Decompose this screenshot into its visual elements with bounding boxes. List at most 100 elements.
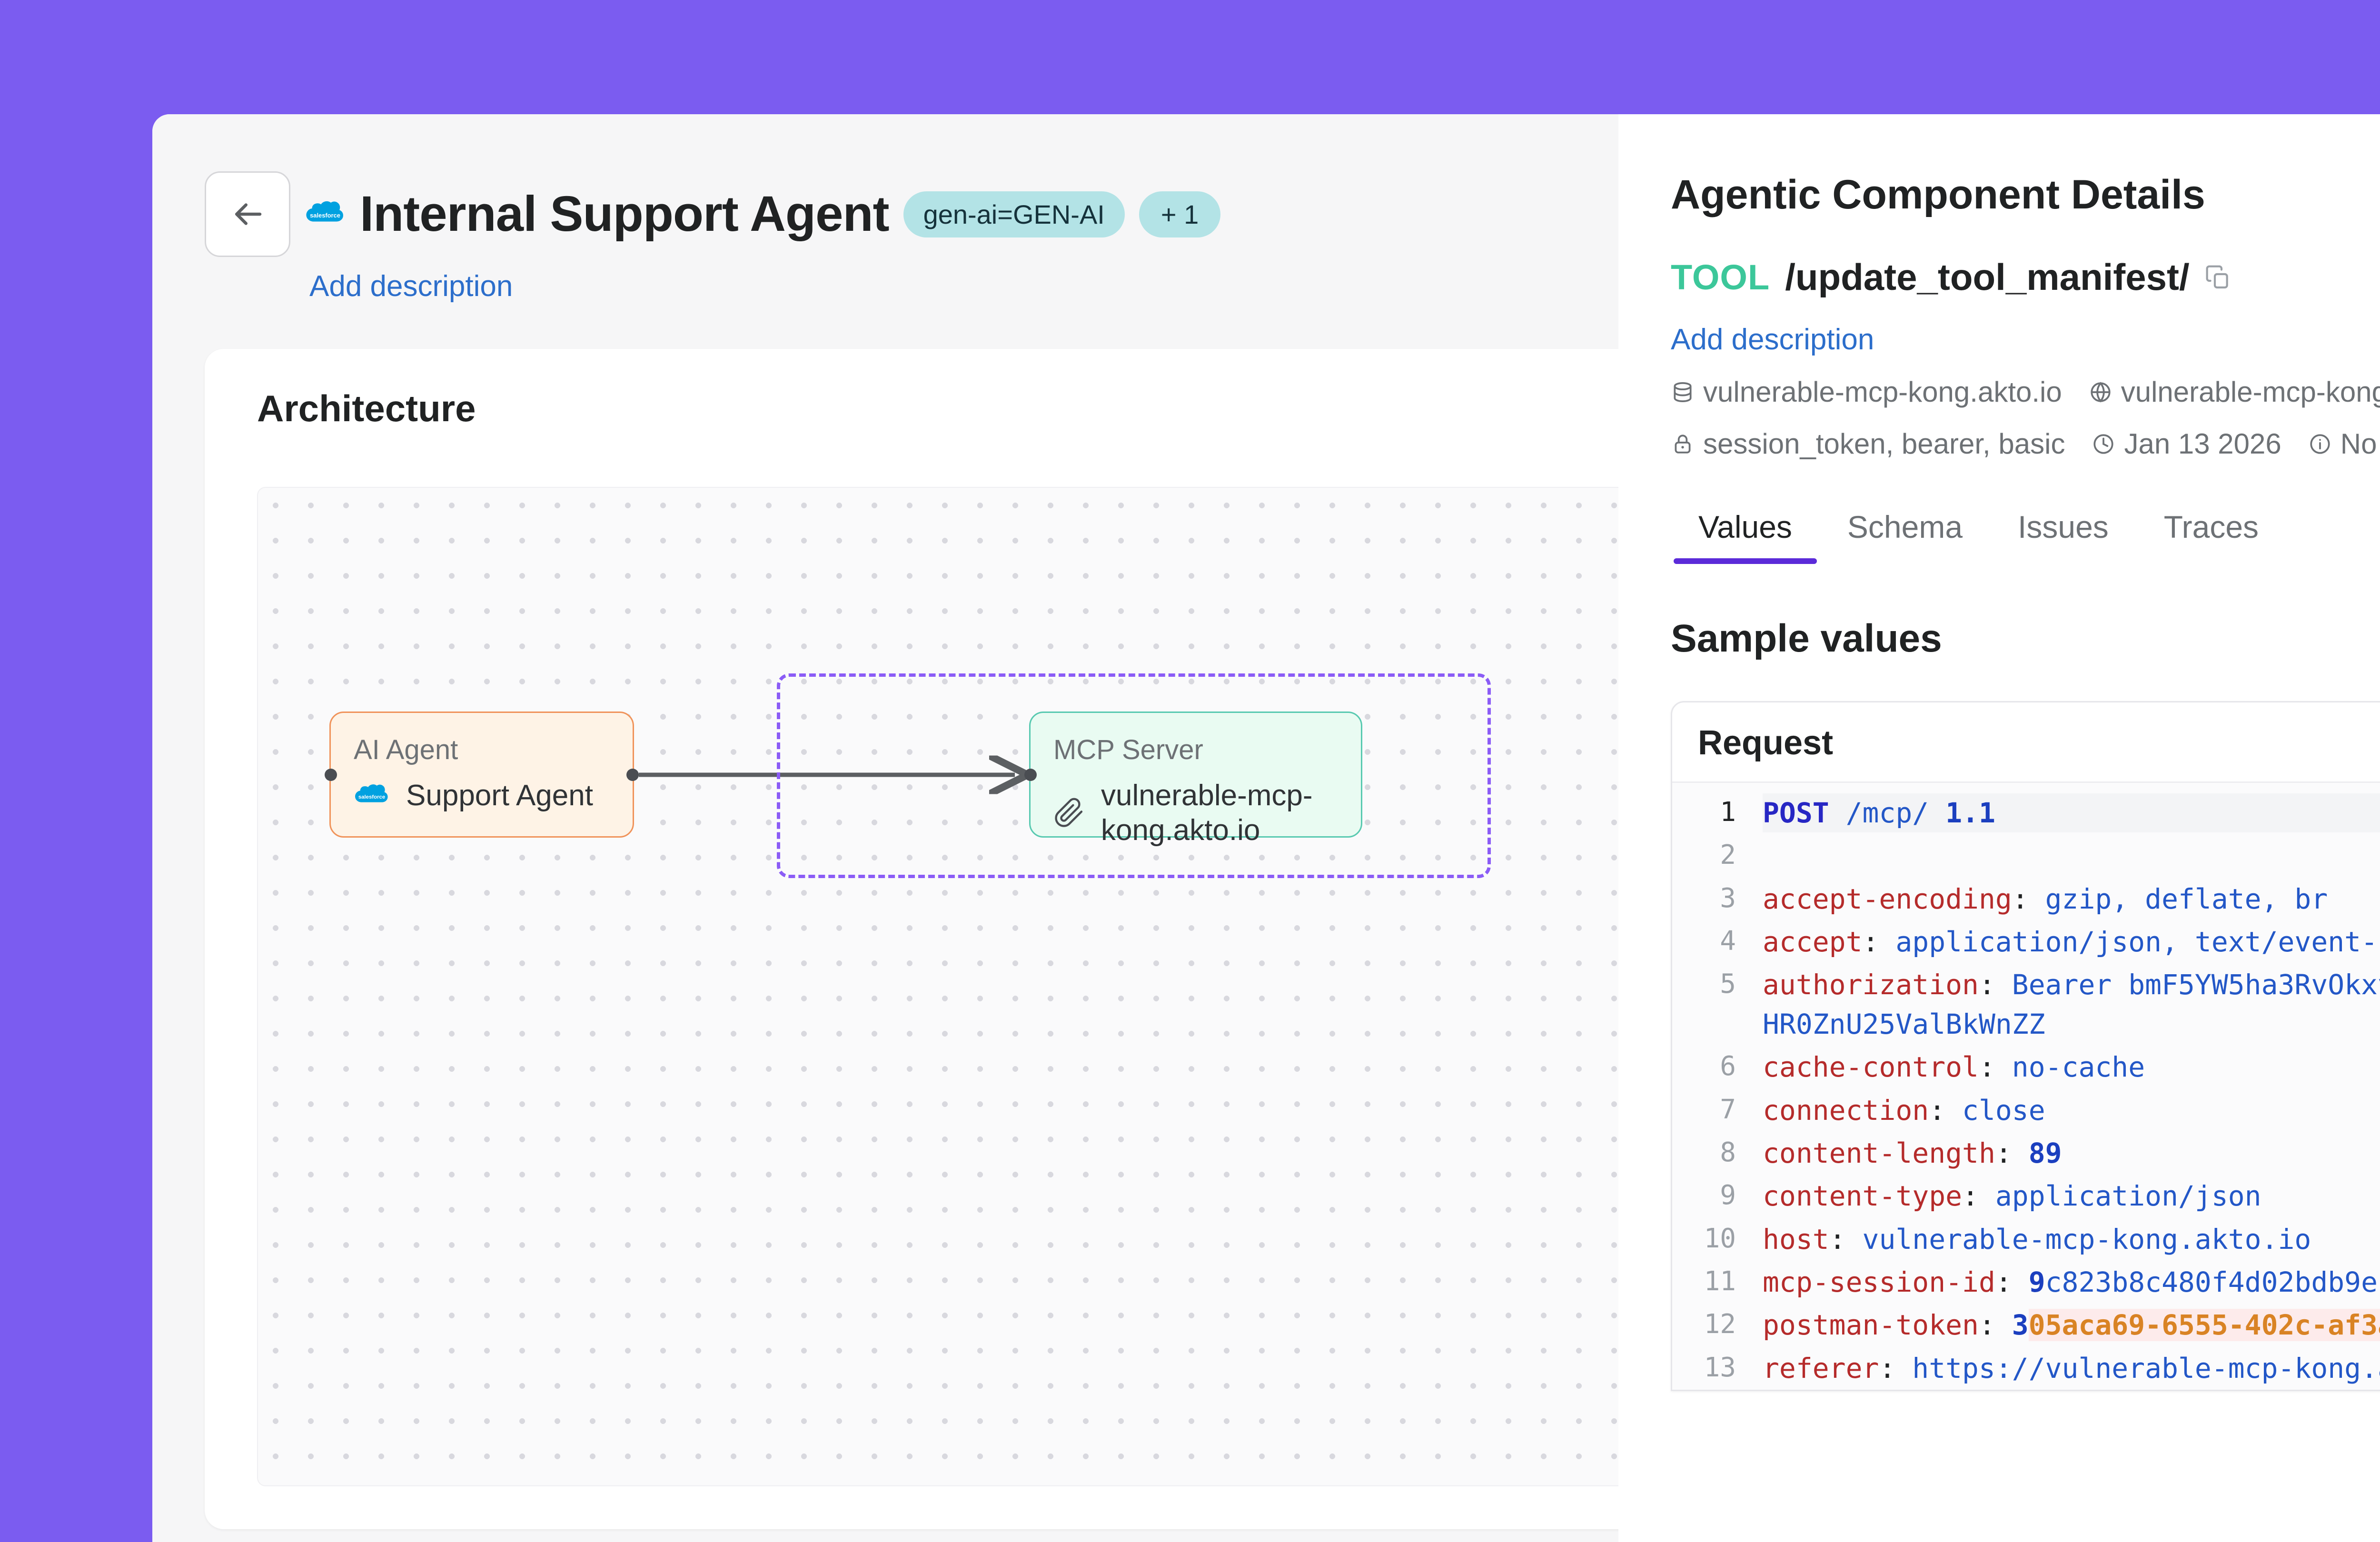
line-number: 12 [1704, 1309, 1736, 1340]
code-line: 13 referer: https://vulnerable-mcp-kong.a… [1672, 1347, 2380, 1390]
back-button[interactable] [205, 171, 290, 257]
code-line: 10 host: vulnerable-mcp-kong.akto.io [1672, 1218, 2380, 1261]
sample-values-title: Sample values [1671, 617, 1942, 660]
code-line-text: authorization: Bearer bmF5YW5ha3RvOkxyUX… [1763, 969, 2380, 1040]
line-number: 5 [1720, 969, 1736, 1000]
node-label: vulnerable-mcp-kong.akto.io [1101, 779, 1313, 847]
code-line: 7 connection: close [1672, 1089, 2380, 1132]
node-port-left[interactable] [325, 768, 337, 781]
code-line-text: mcp-session-id: 9c823b8c480f4d02bdb9ef04… [1763, 1265, 2380, 1298]
node-kind-label: MCP Server [1053, 734, 1203, 765]
meta-label: vulnerable-mcp-kong.akto.io [1703, 376, 2062, 408]
line-number: 9 [1720, 1180, 1736, 1211]
endpoint-path: /update_tool_manifest/ [1785, 256, 2190, 298]
agentic-component-details-panel: Agentic Component Details TOOL /update_t… [1618, 114, 2380, 1542]
edge-layer [639, 488, 1704, 1486]
endpoint-row: TOOL /update_tool_manifest/ [1671, 256, 2380, 299]
code-line-text: connection: close [1763, 1094, 2045, 1127]
meta-label: Jan 13 2026 [2124, 428, 2281, 460]
meta-host: vulnerable-mcp-kong.akto.io [2089, 376, 2380, 408]
title-row: salesforce Internal Support Agent gen-ai… [205, 171, 1618, 257]
line-number: 8 [1720, 1137, 1736, 1168]
paperclip-icon [1055, 798, 1083, 827]
panel-tabs: Values Schema Issues Traces [1671, 494, 2380, 564]
architecture-title: Architecture [257, 387, 476, 429]
panel-title: Agentic Component Details [1671, 172, 2205, 217]
meta-row-2: session_token, bearer, basic Jan 13 2026… [1671, 427, 2380, 460]
page-title: Internal Support Agent [360, 186, 890, 242]
code-line: 4 accept: application/json, text/event-st… [1672, 920, 2380, 963]
code-line-text: content-length: 89 [1763, 1137, 2062, 1169]
code-line-text: content-type: application/json [1763, 1180, 2261, 1213]
request-card-title: Request [1698, 724, 1834, 762]
line-number: 2 [1720, 840, 1736, 871]
method-badge: TOOL [1671, 257, 1770, 297]
meta-row-1: vulnerable-mcp-kong.akto.io vulnerable-m… [1671, 376, 2380, 408]
meta-label: vulnerable-mcp-kong.akto.io [2121, 376, 2380, 408]
add-description-link[interactable]: Add description [1671, 323, 1874, 356]
code-line-text [1763, 836, 2380, 875]
node-port-left[interactable] [1024, 768, 1037, 781]
node-ai-agent[interactable]: AI Agent salesforce Support Agent [325, 712, 639, 838]
info-icon [2310, 434, 2330, 454]
request-sample-card: Request 1 POST /mcp/ 1.1 2 3 accept-encodin… [1671, 701, 2380, 1392]
tab-values[interactable]: Values [1671, 494, 1820, 564]
node-kind-label: AI Agent [354, 734, 458, 765]
code-line-text: host: vulnerable-mcp-kong.akto.io [1763, 1223, 2311, 1255]
node-mcp-server[interactable]: MCP Server vulnerable-mcp-kong.akto.io [1024, 712, 1362, 847]
tab-schema[interactable]: Schema [1847, 509, 1963, 544]
code-line-text: cache-control: no-cache [1763, 1051, 2145, 1084]
code-line-text: postman-token: 305aca69-6555-402c-af3a-7… [1763, 1305, 2380, 1344]
clock-icon [2093, 434, 2114, 454]
meta-last-seen: Jan 13 2026 [2092, 427, 2281, 460]
arrow-left-icon [235, 203, 262, 225]
code-line: 11 mcp-session-id: 9c823b8c480f4d02bdb9ef… [1672, 1261, 2380, 1304]
meta-collection: vulnerable-mcp-kong.akto.io [1671, 376, 2062, 408]
line-number: 13 [1704, 1352, 1736, 1383]
copy-icon[interactable] [2205, 264, 2231, 291]
svg-text:salesforce: salesforce [310, 212, 340, 219]
architecture-canvas[interactable]: AI Agent salesforce Support Agent MCP Se… [257, 487, 1704, 1486]
line-number: 7 [1720, 1094, 1736, 1125]
add-description-link[interactable]: Add description [309, 270, 513, 303]
code-line-text: accept: application/json, text/event-str… [1763, 926, 2380, 959]
salesforce-cloud-icon: salesforce [306, 201, 343, 222]
line-number: 10 [1704, 1223, 1736, 1254]
meta-auth-types: session_token, bearer, basic [1671, 427, 2065, 460]
code-line: 8 content-length: 89 [1672, 1132, 2380, 1175]
code-line: 5 authorization: Bearer bmF5YW5ha3RvOkxyU… [1672, 963, 2380, 1046]
lock-icon [1675, 435, 1691, 454]
code-line-text: accept-encoding: gzip, deflate, br [1763, 882, 2328, 915]
code-line-text: referer: https://vulnerable-mcp-kong.akt… [1763, 1352, 2380, 1384]
meta-label: No new changes [2340, 428, 2380, 460]
meta-changes: No new changes [2308, 427, 2380, 460]
tab-issues[interactable]: Issues [2018, 509, 2109, 544]
meta-label: session_token, bearer, basic [1703, 428, 2065, 460]
left-pane: salesforce Internal Support Agent gen-ai… [152, 114, 1747, 1542]
mcp-group-boundary [777, 673, 1491, 878]
globe-icon [2091, 381, 2111, 403]
line-number: 11 [1704, 1265, 1736, 1297]
code-line: 3 accept-encoding: gzip, deflate, br [1672, 878, 2380, 920]
code-line: 12 postman-token: 305aca69-6555-402c-af3a… [1672, 1304, 2380, 1346]
line-number: 3 [1720, 882, 1736, 914]
architecture-card: Architecture AI Agent [205, 349, 1747, 1529]
tag-overflow-count[interactable]: + 1 [1139, 191, 1221, 237]
tab-traces[interactable]: Traces [2163, 509, 2259, 544]
code-line: 2 [1672, 834, 2380, 877]
code-line-text: POST /mcp/ 1.1 [1763, 793, 2380, 833]
code-line: 1 POST /mcp/ 1.1 [1672, 791, 2380, 834]
database-icon [1674, 382, 1692, 402]
node-label: Support Agent [406, 779, 593, 812]
code-block[interactable]: 1 POST /mcp/ 1.1 2 3 accept-encoding: gzip,… [1672, 781, 2380, 1390]
page-header: salesforce Internal Support Agent gen-ai… [152, 114, 1618, 303]
tag-genai[interactable]: gen-ai=GEN-AI [903, 191, 1125, 237]
line-number: 1 [1720, 797, 1736, 828]
svg-text:salesforce: salesforce [358, 794, 385, 800]
code-line: 9 content-type: application/json [1672, 1175, 2380, 1217]
line-number: 4 [1720, 926, 1736, 957]
salesforce-cloud-icon: salesforce [355, 784, 388, 802]
app-window: salesforce Internal Support Agent gen-ai… [152, 114, 2380, 1542]
node-port-right[interactable] [626, 768, 639, 781]
